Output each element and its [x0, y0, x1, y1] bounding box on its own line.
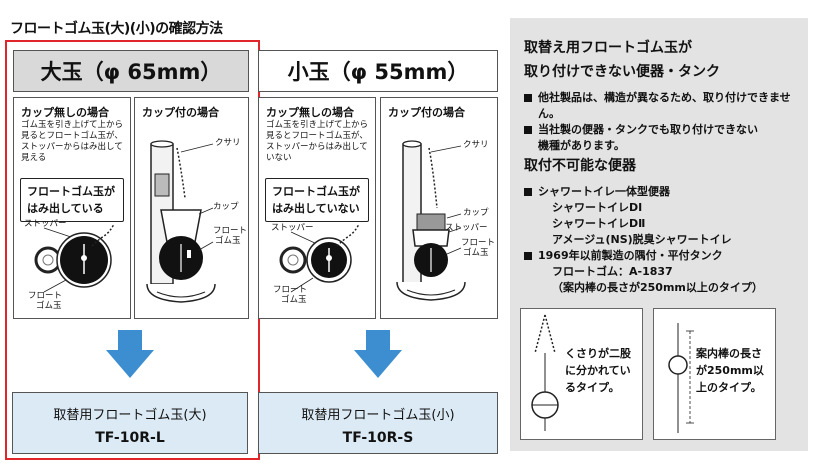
float-ball-label: フロート ゴム玉 — [213, 226, 248, 246]
large-no-cup-panel: カップ無しの場合 ゴム玉を引き上げて上から見るとフロートゴム玉が、ストッパーから… — [13, 97, 131, 319]
stopper-label: ストッパー — [24, 219, 67, 229]
callout-line: はみ出していない — [272, 202, 360, 215]
info-heading: 取替え用フロートゴム玉が 取り付けできない便器・タンク — [524, 40, 720, 80]
product-code: TF-10R-L — [95, 430, 165, 446]
product-code: TF-10R-S — [342, 430, 414, 446]
small-size-header: 小玉（φ 55mm） — [258, 50, 498, 92]
info-heading: 取付不可能な便器 — [524, 158, 636, 174]
mini-description: くさりが二股 に分かれてい るタイプ。 — [565, 347, 631, 394]
list-item: 当社製の便器・タンクでも取り付けできない 機種があります。 — [524, 122, 808, 154]
callout-line: フロートゴム玉が — [272, 185, 360, 198]
callout-line: フロートゴム玉が — [27, 185, 115, 198]
chain-label: クサリ — [463, 140, 489, 150]
bullet-icon — [524, 94, 532, 102]
float-valve-cup-diagram-icon — [396, 140, 466, 301]
float-ball-label: フロート ゴム玉 — [461, 238, 496, 258]
float-ball-top-view-icon — [279, 223, 360, 293]
large-size-header: 大玉（φ 65mm） — [13, 50, 249, 92]
case-title: カップ無しの場合 — [21, 106, 109, 119]
product-name: 取替用フロートゴム玉(小) — [301, 408, 455, 423]
case-description: ゴム玉を引き上げて上から見るとフロートゴム玉が、ストッパーからはみ出していない — [266, 120, 369, 163]
stopper-label: ストッパー — [271, 223, 314, 233]
bullet-icon — [524, 252, 532, 260]
float-ball-label: フロート ゴム玉 — [273, 285, 308, 305]
page-title: フロートゴム玉(大)(小)の確認方法 — [10, 21, 223, 37]
small-with-cup-panel: カップ付の場合 クサリ カップ ストッパー フロート ゴム玉 — [380, 97, 498, 319]
unsupported-toilets-list: シャワートイレ一体型便器 シャワートイレDI シャワートイレDⅡ アメージュ(N… — [524, 184, 763, 296]
list-item: 他社製品は、構造が異なるため、取り付けできません。 — [524, 90, 808, 122]
large-with-cup-panel: カップ付の場合 クサリ カップ フロート ゴム玉 — [134, 97, 249, 319]
case-title: カップ無しの場合 — [266, 106, 354, 119]
large-result-box: 取替用フロートゴム玉(大) TF-10R-L — [12, 392, 248, 454]
list-item: シャワートイレ一体型便器 シャワートイレDI シャワートイレDⅡ アメージュ(N… — [524, 184, 763, 248]
float-ball-top-view-icon — [34, 223, 115, 293]
mini-description: 案内棒の長さ が250mm以 上のタイプ。 — [696, 347, 764, 394]
split-chain-float-icon — [531, 314, 559, 431]
bullet-icon — [524, 188, 532, 196]
cup-label: カップ — [463, 208, 489, 218]
case-description: ゴム玉を引き上げて上から見るとフロートゴム玉が、ストッパーからはみ出して見える — [21, 120, 124, 163]
small-result-box: 取替用フロートゴム玉(小) TF-10R-S — [258, 392, 498, 454]
callout-box: フロートゴム玉が はみ出している — [20, 178, 124, 222]
bullet-icon — [524, 126, 532, 134]
chain-label: クサリ — [215, 138, 241, 148]
small-no-cup-panel: カップ無しの場合 ゴム玉を引き上げて上から見るとフロートゴム玉が、ストッパーから… — [258, 97, 376, 319]
callout-box: フロートゴム玉が はみ出していない — [265, 178, 369, 222]
long-guide-rod-float-icon — [668, 323, 694, 433]
long-guide-rod-example-box: 案内棒の長さ が250mm以 上のタイプ。 — [653, 308, 776, 440]
case-title: カップ付の場合 — [388, 106, 465, 119]
split-chain-example-box: くさりが二股 に分かれてい るタイプ。 — [520, 308, 643, 440]
product-name: 取替用フロートゴム玉(大) — [53, 408, 207, 423]
down-arrow-icon — [354, 330, 402, 378]
incompatible-notes-list: 他社製品は、構造が異なるため、取り付けできません。 当社製の便器・タンクでも取り… — [524, 90, 808, 154]
case-title: カップ付の場合 — [142, 106, 219, 119]
incompatible-info-panel: 取替え用フロートゴム玉が 取り付けできない便器・タンク 他社製品は、構造が異なる… — [510, 18, 808, 451]
float-valve-cup-diagram-icon — [146, 140, 216, 303]
list-item: 1969年以前製造の隅付・平付タンク フロートゴム：A-1837 （案内棒の長さ… — [524, 248, 763, 296]
down-arrow-icon — [106, 330, 154, 378]
callout-line: はみ出している — [27, 202, 104, 215]
stopper-label: ストッパー — [445, 223, 488, 233]
float-ball-label: フロート ゴム玉 — [28, 291, 63, 311]
cup-label: カップ — [213, 202, 239, 212]
